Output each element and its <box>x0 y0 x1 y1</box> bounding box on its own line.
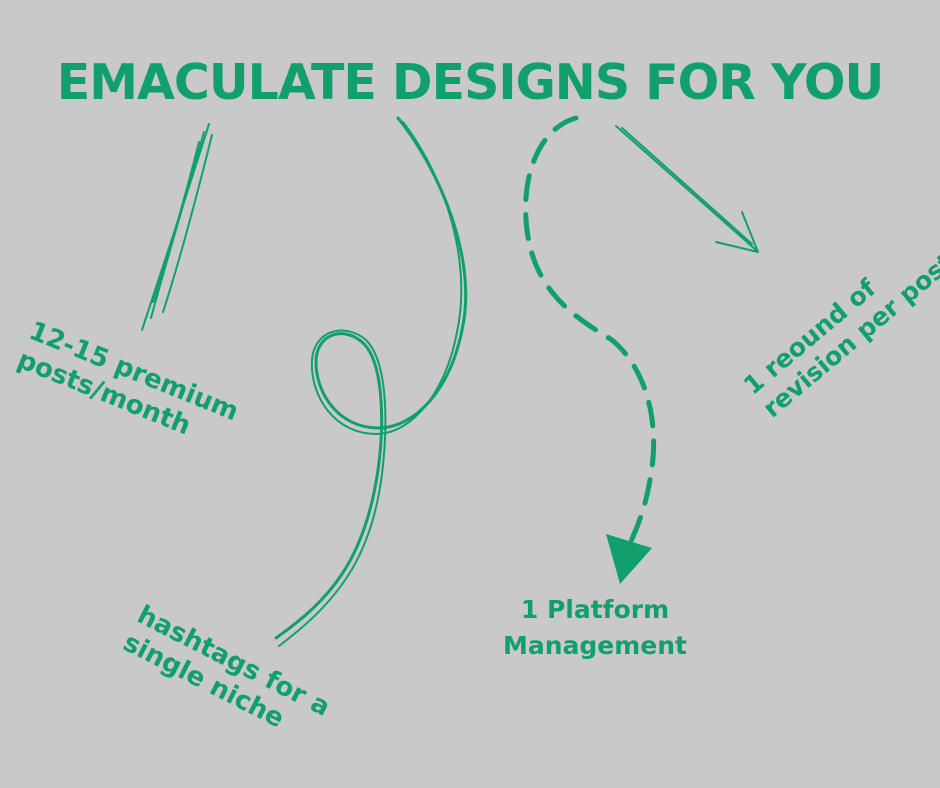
straight-arrow <box>615 125 759 253</box>
dashed-arrow <box>523 115 657 584</box>
dashed-arrowhead <box>606 534 652 584</box>
headline: EMACULATE DESIGNS FOR YOU <box>56 54 885 111</box>
scribble-lines <box>141 123 213 331</box>
note-platform-line-2: Management <box>502 631 688 661</box>
note-platform-management: 1 Platform Management <box>480 592 710 665</box>
loop-arrow <box>274 116 468 647</box>
note-platform-line-1: 1 Platform <box>520 595 670 624</box>
